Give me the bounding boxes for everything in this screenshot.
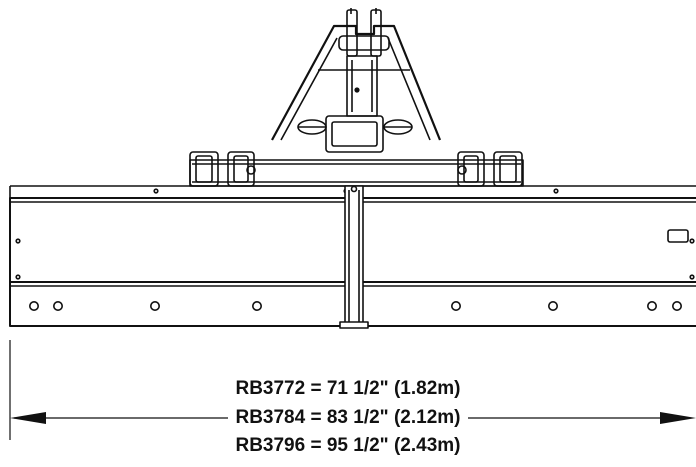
cutting-edge-bolts: [28, 300, 682, 311]
headstock-box: [297, 115, 413, 153]
hitch-a-frame: [271, 24, 442, 141]
dimension-label-rb3784: RB3784 = 83 1/2" (2.12m): [228, 405, 468, 431]
arrowhead-left-icon: [10, 412, 46, 424]
center-support: [339, 185, 369, 329]
top-link-clevis: [338, 8, 390, 57]
lower-link-cross-tube: [189, 151, 524, 187]
arrowhead-right-icon: [660, 412, 696, 424]
dimension-label-rb3772: RB3772 = 71 1/2" (1.82m): [228, 376, 468, 402]
center-mast: [346, 55, 378, 117]
dimension-label-rb3796: RB3796 = 95 1/2" (2.43m): [228, 433, 468, 459]
